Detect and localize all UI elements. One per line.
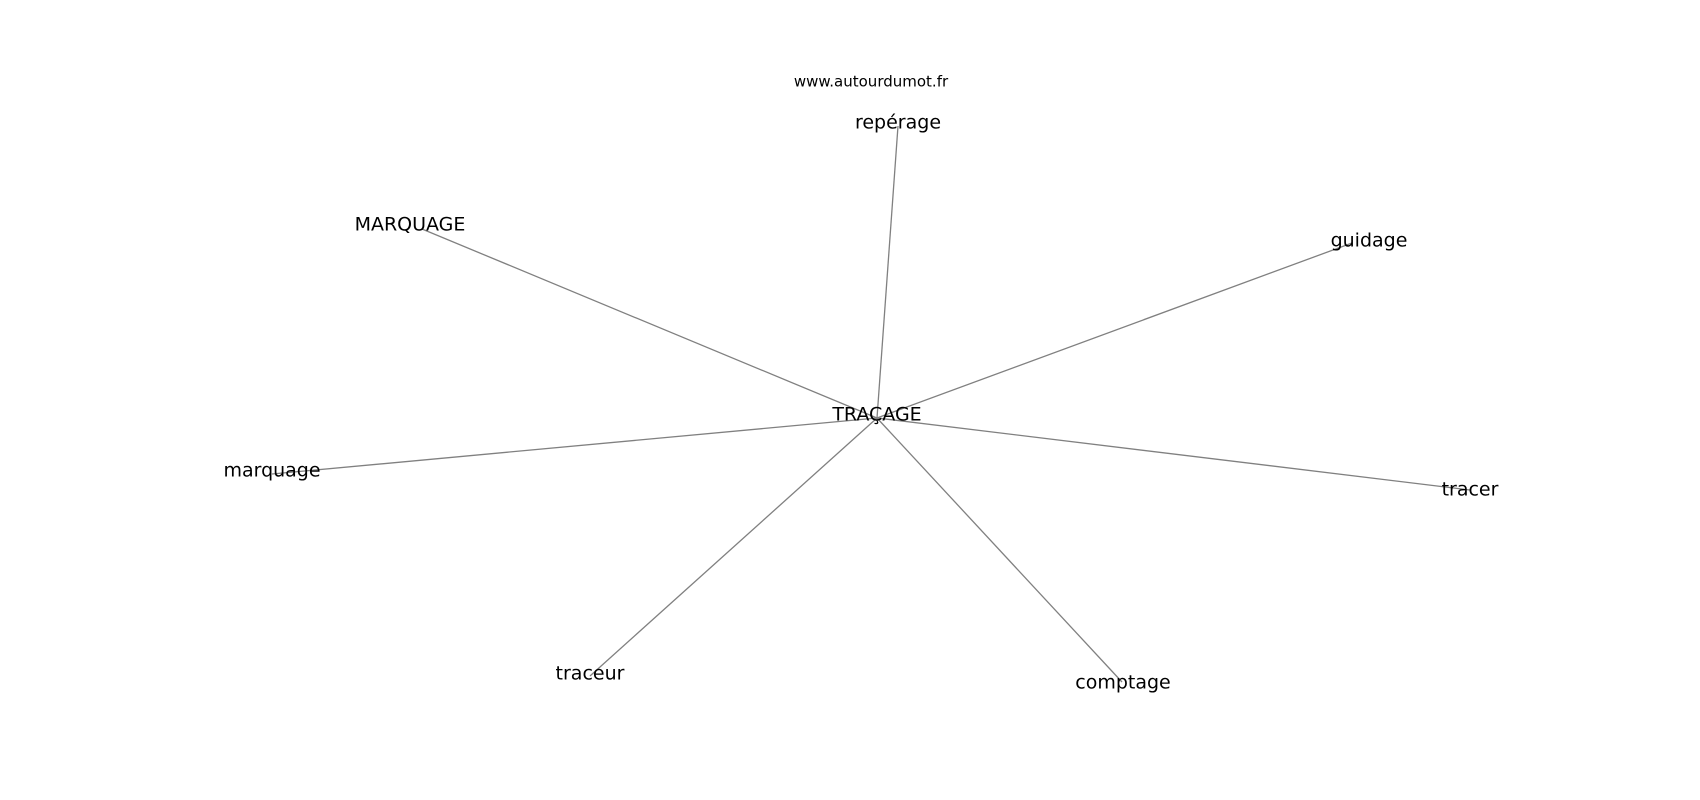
node-guidage: guidage [1331,230,1408,252]
edge-marquage-upper [421,228,878,419]
node-traceur: traceur [556,663,625,685]
node-comptage: comptage [1075,672,1170,694]
edges [271,125,1471,683]
node-marquage-lower: marquage [223,460,320,482]
node-tracer: tracer [1442,479,1499,501]
edge-tracer [876,417,1471,491]
node-reperage: repérage [855,112,941,134]
edge-marquage-lower [271,417,878,475]
edge-reperage [876,125,899,419]
labels: www.autourdumot.fr TRAÇAGE repérage MARQ… [223,73,1498,694]
site-watermark: www.autourdumot.fr [794,73,949,91]
edge-traceur [589,417,878,677]
edge-guidage [876,242,1353,419]
node-center: TRAÇAGE [831,404,921,426]
edge-comptage [876,417,1123,683]
node-marquage-upper: MARQUAGE [355,214,466,236]
